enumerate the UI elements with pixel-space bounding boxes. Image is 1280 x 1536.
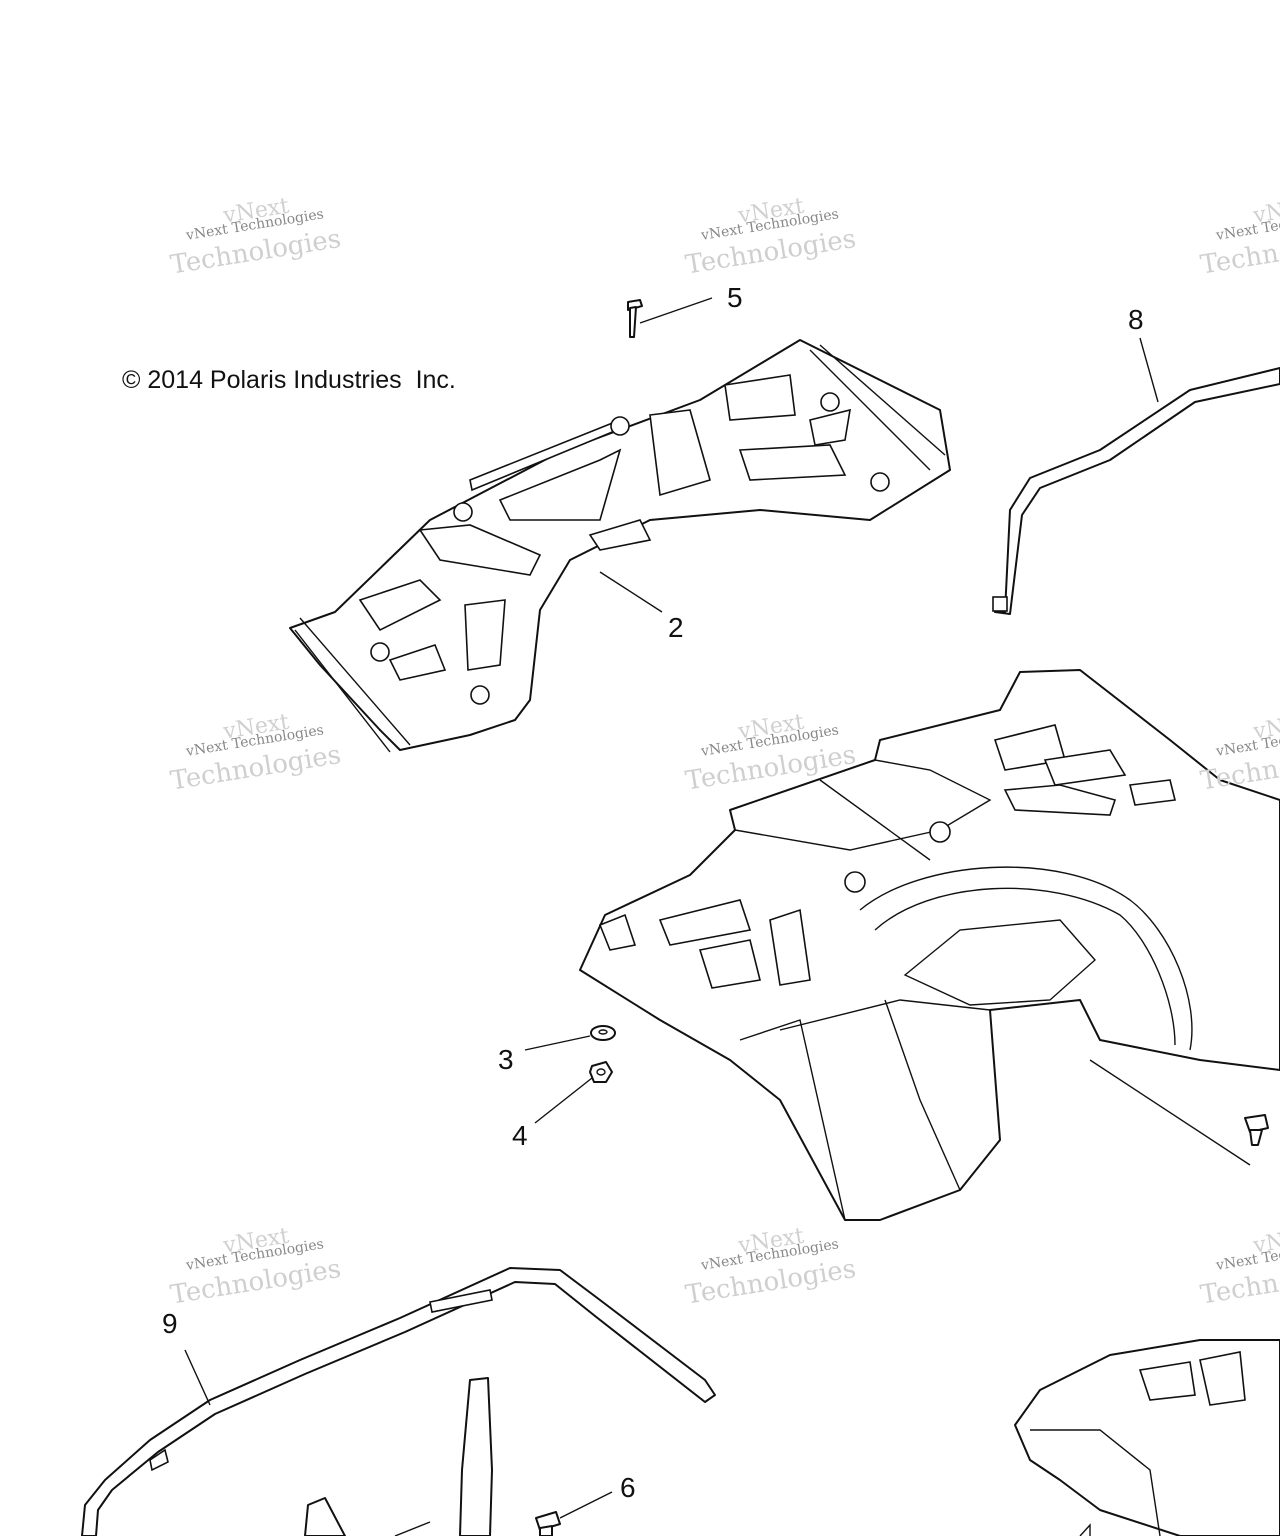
part-bracket-bottom[interactable]	[304, 1377, 493, 1536]
part-2-rear-rack[interactable]	[289, 339, 951, 753]
part-8-rail[interactable]	[992, 367, 1280, 615]
part-fastener-right[interactable]	[1244, 1114, 1269, 1146]
part-rear-fender-body[interactable]	[579, 669, 1280, 1221]
part-3-washer[interactable]	[590, 1025, 616, 1041]
part-6-bolt[interactable]	[535, 1511, 561, 1536]
callout-4[interactable]: 4	[512, 1120, 528, 1151]
part-5-bolt[interactable]	[627, 299, 643, 338]
copyright-notice: © 2014 Polaris Industries Inc.	[122, 366, 456, 394]
callout-2[interactable]: 2	[668, 612, 684, 643]
callout-6[interactable]: 6	[620, 1472, 636, 1503]
callout-3[interactable]: 3	[498, 1044, 514, 1075]
callout-9[interactable]: 9	[162, 1308, 178, 1339]
callout-8[interactable]: 8	[1128, 304, 1144, 335]
callout-5[interactable]: 5	[727, 282, 743, 313]
part-front-fender-partial[interactable]	[1014, 1339, 1280, 1536]
part-4-nut[interactable]	[589, 1061, 613, 1083]
